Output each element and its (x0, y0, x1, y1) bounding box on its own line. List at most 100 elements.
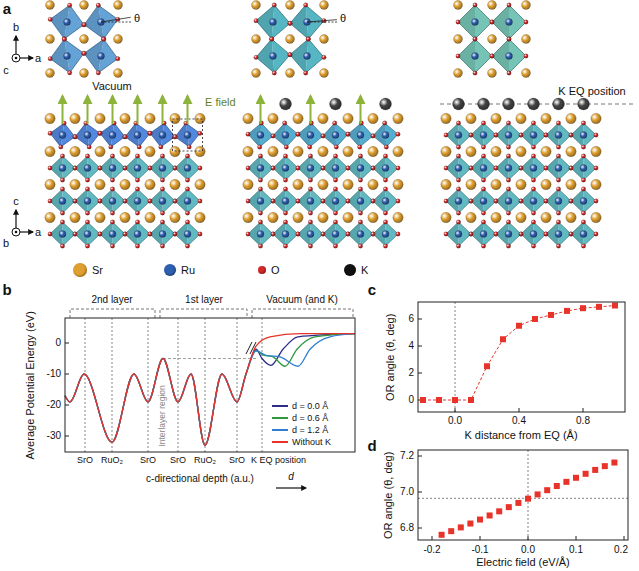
plane-line (148, 318, 149, 452)
axis-label: b (3, 237, 9, 250)
data-point (532, 316, 538, 322)
sr-atom (318, 146, 328, 156)
field-arrow (187, 96, 189, 124)
o-atom (160, 187, 164, 191)
sr-atom (70, 179, 80, 189)
legend-text: K (361, 264, 368, 277)
sr-atom (170, 212, 180, 222)
o-atom (456, 154, 460, 158)
data-point (548, 312, 554, 318)
sr-atom (591, 212, 601, 222)
octahedron-outline (50, 123, 75, 147)
o-atom (556, 211, 560, 215)
panel-label: b (2, 281, 11, 298)
sr-atom (541, 146, 551, 156)
axis-label: c (13, 195, 19, 208)
region-label: 1st layer (185, 294, 223, 306)
layer-label: SrO (170, 455, 186, 465)
octahedron-outline (100, 156, 125, 180)
sr-atom (70, 113, 80, 123)
ru-atom (505, 132, 512, 139)
o-atom (148, 199, 152, 203)
legend-line-sample (272, 441, 288, 443)
sr-atom (466, 146, 476, 156)
o-atom (321, 232, 325, 236)
octahedron-outline (50, 222, 75, 246)
ru-atom (184, 165, 191, 172)
o-atom (246, 232, 250, 236)
ru-atom (332, 165, 339, 172)
octahedron-outline (446, 156, 471, 180)
ru-atom (472, 53, 479, 60)
legend-swatch (344, 264, 356, 276)
o-atom (110, 187, 114, 191)
sr-atom (170, 113, 180, 123)
o-atom (306, 37, 310, 41)
octahedron-outline (150, 222, 175, 246)
o-atom (556, 121, 560, 125)
sr-atom (195, 113, 205, 123)
data-point (506, 504, 512, 510)
o-atom (148, 166, 152, 170)
o-atom (473, 3, 477, 7)
layer-label: SrO (140, 455, 156, 465)
sr-atom (488, 35, 497, 44)
o-atom (456, 20, 460, 24)
ru-atom (307, 165, 314, 172)
octahedron-outline (373, 189, 398, 213)
octahedron-outline (471, 189, 496, 213)
o-atom (296, 132, 300, 136)
o-atom (85, 187, 89, 191)
axis-label: a (35, 52, 41, 65)
o-atom (67, 3, 71, 7)
data-point (515, 500, 521, 506)
axis-title: K distance from EQ (Å) (464, 429, 577, 442)
o-atom (506, 145, 510, 149)
octahedron-outline (273, 222, 298, 246)
ru-atom (64, 19, 71, 26)
data-point (544, 487, 550, 493)
tick-label: 4 (408, 340, 414, 352)
octahedron-outline (521, 222, 546, 246)
o-atom (307, 145, 311, 149)
octahedron-outline (521, 189, 546, 213)
o-atom (85, 244, 89, 248)
data-point (484, 363, 490, 369)
o-atom (321, 199, 325, 203)
tick-label: 0.8 (576, 415, 590, 427)
tick-label: 6 (408, 313, 414, 325)
o-atom (456, 54, 460, 58)
axis-label: a (35, 226, 41, 239)
o-atom (594, 199, 598, 203)
field-arrow (360, 96, 362, 124)
field-arrow (310, 96, 312, 124)
ru-atom (382, 132, 389, 139)
o-atom (519, 133, 523, 137)
sr-atom (343, 212, 353, 222)
sr-atom (491, 146, 501, 156)
field-arrow (162, 96, 164, 124)
o-atom (110, 178, 114, 182)
o-atom (383, 178, 387, 182)
octahedron-outline (496, 222, 521, 246)
o-atom (198, 199, 202, 203)
sr-atom (95, 212, 105, 222)
octahedron-outline (50, 5, 84, 39)
octahedron-outline (571, 222, 596, 246)
o-atom (98, 199, 102, 203)
octahedron-outline (298, 156, 323, 180)
o-atom (60, 187, 64, 191)
o-atom (288, 52, 292, 56)
field-arrow (260, 96, 262, 124)
o-atom (494, 166, 498, 170)
layer-label: RuO₂ (194, 455, 216, 465)
k-atom (478, 98, 490, 110)
o-atom (101, 37, 105, 41)
ru-atom (257, 132, 264, 139)
o-atom (544, 199, 548, 203)
o-atom (346, 132, 350, 136)
octahedron-outline (248, 222, 273, 246)
o-atom (123, 135, 127, 139)
o-atom (308, 154, 312, 158)
octahedron-outline (84, 39, 118, 73)
